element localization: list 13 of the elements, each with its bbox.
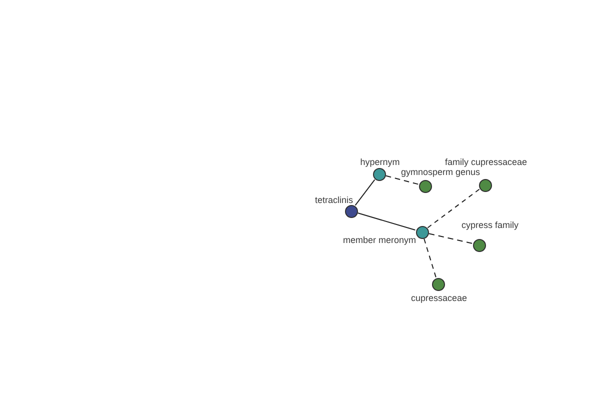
node-label: cupressaceae [410,293,468,303]
dashed-connector [424,238,436,278]
node-label: cypress family [462,220,518,230]
dashed-connector [427,188,480,228]
connector-line [354,179,376,206]
dashed-connector [428,233,473,244]
dashed-connector [385,175,419,185]
node-label: tetraclinis [314,195,353,205]
node-label: member meronym [342,235,416,245]
node-label: family cupressaceae [444,157,528,167]
node-label: gymnosperm genus [401,167,480,177]
node-label: hypernym [360,157,400,167]
connector-line [357,212,416,230]
